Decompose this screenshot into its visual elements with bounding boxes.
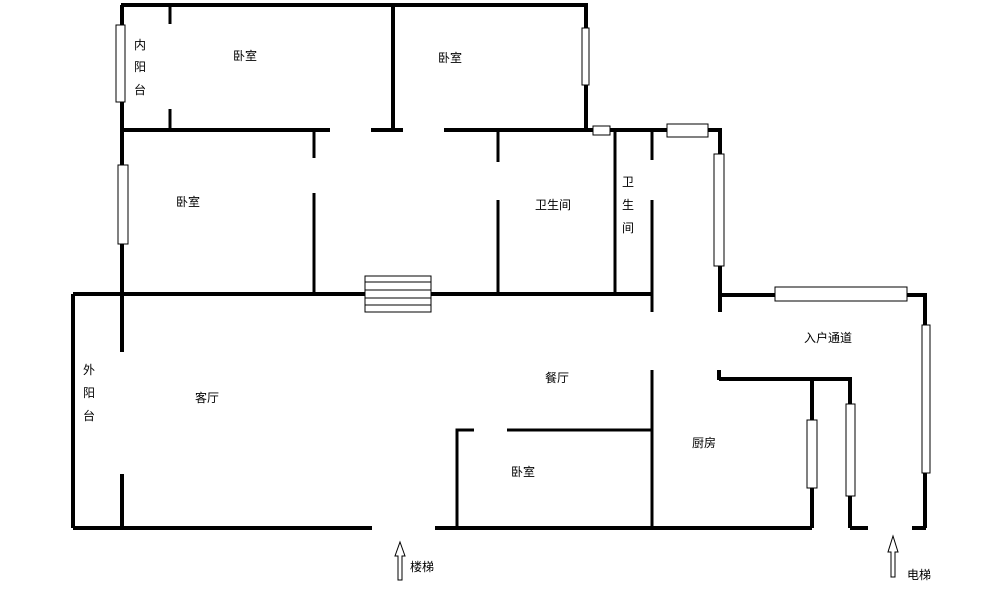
staircase-symbol xyxy=(364,275,432,313)
elevator-arrow-icon xyxy=(887,534,899,578)
window xyxy=(666,123,709,138)
window xyxy=(713,153,725,267)
window xyxy=(774,286,908,302)
label-inner-balcony: 台 xyxy=(134,82,146,97)
stairs-arrow-icon xyxy=(394,540,406,581)
label-bedroom: 卧室 xyxy=(233,48,257,63)
label-outer-balcony: 台 xyxy=(83,408,95,423)
label-outer-balcony: 外 xyxy=(83,363,95,377)
wall-entry xyxy=(719,377,852,528)
window xyxy=(921,324,931,474)
window xyxy=(845,403,856,497)
label-inner-balcony: 内 xyxy=(134,38,146,52)
windows xyxy=(115,24,931,497)
label-outer-balcony: 阳 xyxy=(83,386,95,400)
label-bedroom: 卧室 xyxy=(511,464,535,479)
label-bathroom: 卫生间 xyxy=(535,198,571,212)
wall-top xyxy=(121,3,588,130)
window xyxy=(115,24,126,103)
label-kitchen: 厨房 xyxy=(692,435,716,450)
window xyxy=(581,27,590,86)
label-bedroom: 卧室 xyxy=(438,50,462,65)
wall-main-horizontal xyxy=(73,292,927,528)
walls xyxy=(71,3,927,530)
label-inner-balcony: 阳 xyxy=(134,60,146,74)
wall-bedroom-bottom xyxy=(455,428,652,528)
label-entry-corridor: 入户通道 xyxy=(804,330,852,345)
window xyxy=(117,164,129,245)
label-small-bathroom: 卫 xyxy=(622,175,634,189)
label-living-room: 客厅 xyxy=(195,390,219,405)
label-elevator: 电梯 xyxy=(907,568,931,582)
label-small-bathroom: 生 xyxy=(622,198,634,212)
room-labels: 内 阳 台 卧室 卧室 卧室 卫生间 卫 生 间 外 阳 台 客厅 餐厅 卧室 … xyxy=(83,38,931,582)
window xyxy=(592,125,611,136)
wall-mid-horizontal xyxy=(121,128,722,380)
label-bedroom: 卧室 xyxy=(176,194,200,209)
label-small-bathroom: 间 xyxy=(622,221,634,235)
label-dining-room: 餐厅 xyxy=(545,370,569,385)
window xyxy=(806,419,818,489)
label-stairs: 楼梯 xyxy=(410,559,434,574)
